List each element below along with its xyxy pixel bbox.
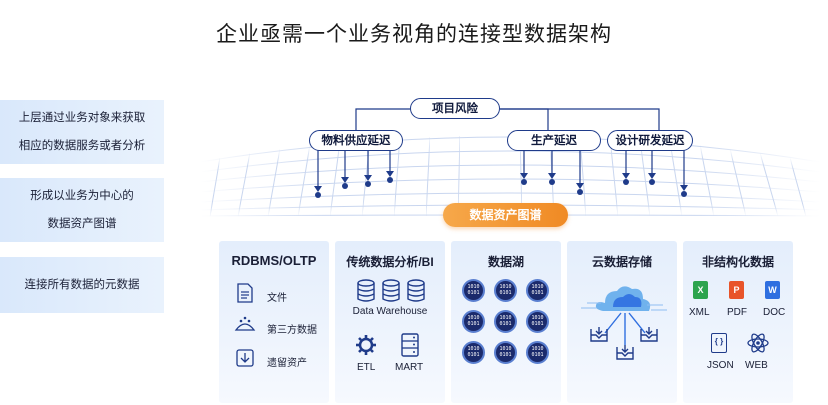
pdf-label: PDF bbox=[727, 307, 747, 318]
data-tile: 1010 0101 bbox=[462, 310, 485, 333]
inbox-icons bbox=[590, 327, 658, 360]
card-traditional-bi: 传统数据分析/BI Data Warehouse ETL MART bbox=[335, 241, 445, 403]
data-tile: 1010 0101 bbox=[494, 310, 517, 333]
data-tile: 1010 0101 bbox=[462, 279, 485, 302]
data-tile: 1010 0101 bbox=[494, 279, 517, 302]
server-icon bbox=[401, 333, 419, 357]
item-third-party-label: 第三方数据 bbox=[267, 325, 317, 336]
third-party-data-icon bbox=[234, 316, 256, 331]
card-title: 传统数据分析/BI bbox=[346, 255, 434, 269]
data-tile: 1010 0101 bbox=[526, 341, 549, 364]
diagram-title: 企业亟需一个业务视角的连接型数据架构 bbox=[216, 23, 612, 46]
drop-lines bbox=[317, 150, 685, 188]
item-file-label: 文件 bbox=[267, 293, 287, 304]
file-icon bbox=[237, 283, 253, 303]
graph-nodes bbox=[315, 177, 687, 198]
card-rdbms: RDBMS/OLTP 文件 第三方数据 遗留资产 bbox=[219, 241, 329, 403]
data-tile: 1010 0101 bbox=[526, 279, 549, 302]
left-box-metadata: 连接所有数据的元数据 bbox=[0, 257, 164, 313]
card-unstructured: 非结构化数据 X P W XML PDF DOC { } JSON WEB bbox=[683, 241, 793, 403]
arrow-heads bbox=[314, 171, 688, 192]
data-warehouse-label: Data Warehouse bbox=[352, 306, 428, 317]
mart-label: MART bbox=[395, 362, 424, 373]
node-material-delay: 物料供应延迟 bbox=[309, 130, 403, 151]
xml-label: XML bbox=[689, 307, 710, 318]
node-design-delay: 设计研发延迟 bbox=[607, 130, 693, 151]
card-title: 非结构化数据 bbox=[701, 255, 774, 269]
node-production-delay: 生产延迟 bbox=[507, 130, 601, 151]
card-title: 数据湖 bbox=[487, 255, 524, 269]
legacy-asset-icon bbox=[236, 349, 254, 367]
left-box-text: 相应的数据服务或者分析 bbox=[18, 140, 146, 152]
data-tile: 1010 0101 bbox=[494, 341, 517, 364]
node-project-risk: 项目风险 bbox=[410, 98, 500, 119]
etl-label: ETL bbox=[357, 362, 376, 373]
data-asset-graph-badge: 数据资产图谱 bbox=[443, 203, 568, 227]
card-title: 云数据存储 bbox=[591, 255, 652, 269]
web-label: WEB bbox=[745, 360, 768, 371]
database-icons bbox=[357, 279, 425, 302]
item-legacy-label: 遗留资产 bbox=[267, 358, 307, 369]
doc-file-icon: W bbox=[765, 281, 780, 299]
left-box-text: 数据资产图谱 bbox=[47, 218, 117, 230]
card-title: RDBMS/OLTP bbox=[231, 253, 317, 268]
data-tile: 1010 0101 bbox=[462, 341, 485, 364]
atom-web-icon bbox=[747, 333, 769, 353]
left-box-business-objects: 上层通过业务对象来获取 相应的数据服务或者分析 bbox=[0, 100, 164, 164]
left-box-text: 连接所有数据的元数据 bbox=[24, 279, 140, 291]
left-box-asset-graph: 形成以业务为中心的 数据资产图谱 bbox=[0, 178, 164, 242]
card-data-lake: 数据湖 1010 0101 1010 0101 1010 0101 1010 0… bbox=[451, 241, 561, 403]
root-connectors bbox=[355, 108, 660, 131]
card-cloud-storage: 云数据存储 bbox=[567, 241, 677, 403]
left-box-text: 形成以业务为中心的 bbox=[30, 190, 134, 202]
json-label: JSON bbox=[707, 360, 734, 371]
xml-file-icon: X bbox=[693, 281, 708, 299]
pdf-file-icon: P bbox=[729, 281, 744, 299]
json-file-icon: { } bbox=[711, 333, 727, 353]
cloud-storage-icon bbox=[581, 286, 667, 360]
data-tile: 1010 0101 bbox=[526, 310, 549, 333]
gear-icon bbox=[356, 335, 376, 355]
doc-label: DOC bbox=[763, 307, 786, 318]
left-box-text: 上层通过业务对象来获取 bbox=[18, 112, 146, 124]
